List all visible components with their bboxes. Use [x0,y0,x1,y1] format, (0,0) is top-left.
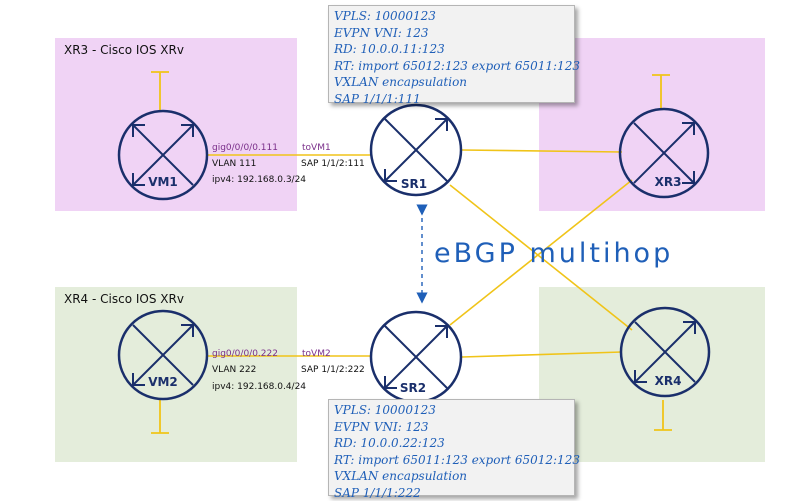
vm1-iface-label: gig0/0/0/0.111 [212,143,278,153]
sr1-vpls: VPLS: 10000123 [334,8,569,25]
router-sr2[interactable]: SR2 [371,312,461,402]
vm1-vlan-label: VLAN 111 [212,159,256,169]
sr2-remote-label: toVM2 [302,349,331,359]
sr1-encapsulation: VXLAN encapsulation [334,74,569,91]
ebgp-multihop-label: eBGP multihop [434,238,673,269]
vm2-iface-label: gig0/0/0/0.222 [212,349,278,359]
sr1-service-info-box: VPLS: 10000123 EVPN VNI: 123 RD: 10.0.0.… [328,5,575,103]
router-arrows-icon [385,326,447,388]
sr1-rt: RT: import 65012:123 export 65011:123 [334,58,569,75]
sr1-rd: RD: 10.0.0.11:123 [334,41,569,58]
sr2-sap-label: SAP 1/1/2:222 [301,365,365,375]
sr2-evpn-vni: EVPN VNI: 123 [334,419,569,436]
router-sr1[interactable]: SR1 [371,105,461,195]
router-xr3-label: XR3 [655,175,682,189]
region-xr3-label: XR3 - Cisco IOS XRv [64,43,184,57]
router-sr2-label: SR2 [400,381,426,395]
region-xr4-label: XR4 - Cisco IOS XRv [64,292,184,306]
sr2-sap: SAP 1/1/1:222 [334,485,569,501]
vm1-ipv4-label: ipv4: 192.168.0.3/24 [212,175,306,185]
sr1-sap-label: SAP 1/1/2:111 [301,159,365,169]
sr1-remote-label: toVM1 [302,143,331,153]
router-arrows-icon [385,119,447,181]
vm2-ipv4-label: ipv4: 192.168.0.4/24 [212,382,306,392]
sr1-evpn-vni: EVPN VNI: 123 [334,25,569,42]
sr2-encapsulation: VXLAN encapsulation [334,468,569,485]
sr1-sap: SAP 1/1/1:111 [334,91,569,108]
router-xr4-label: XR4 [655,374,682,388]
router-vm1-label: VM1 [148,175,178,189]
router-vm2-label: VM2 [148,375,178,389]
sr2-service-info-box: VPLS: 10000123 EVPN VNI: 123 RD: 10.0.0.… [328,399,575,496]
vm2-vlan-label: VLAN 222 [212,365,256,375]
sr2-rt: RT: import 65011:123 export 65012:123 [334,452,569,469]
router-sr1-label: SR1 [401,177,427,191]
sr2-rd: RD: 10.0.0.22:123 [334,435,569,452]
sr2-vpls: VPLS: 10000123 [334,402,569,419]
